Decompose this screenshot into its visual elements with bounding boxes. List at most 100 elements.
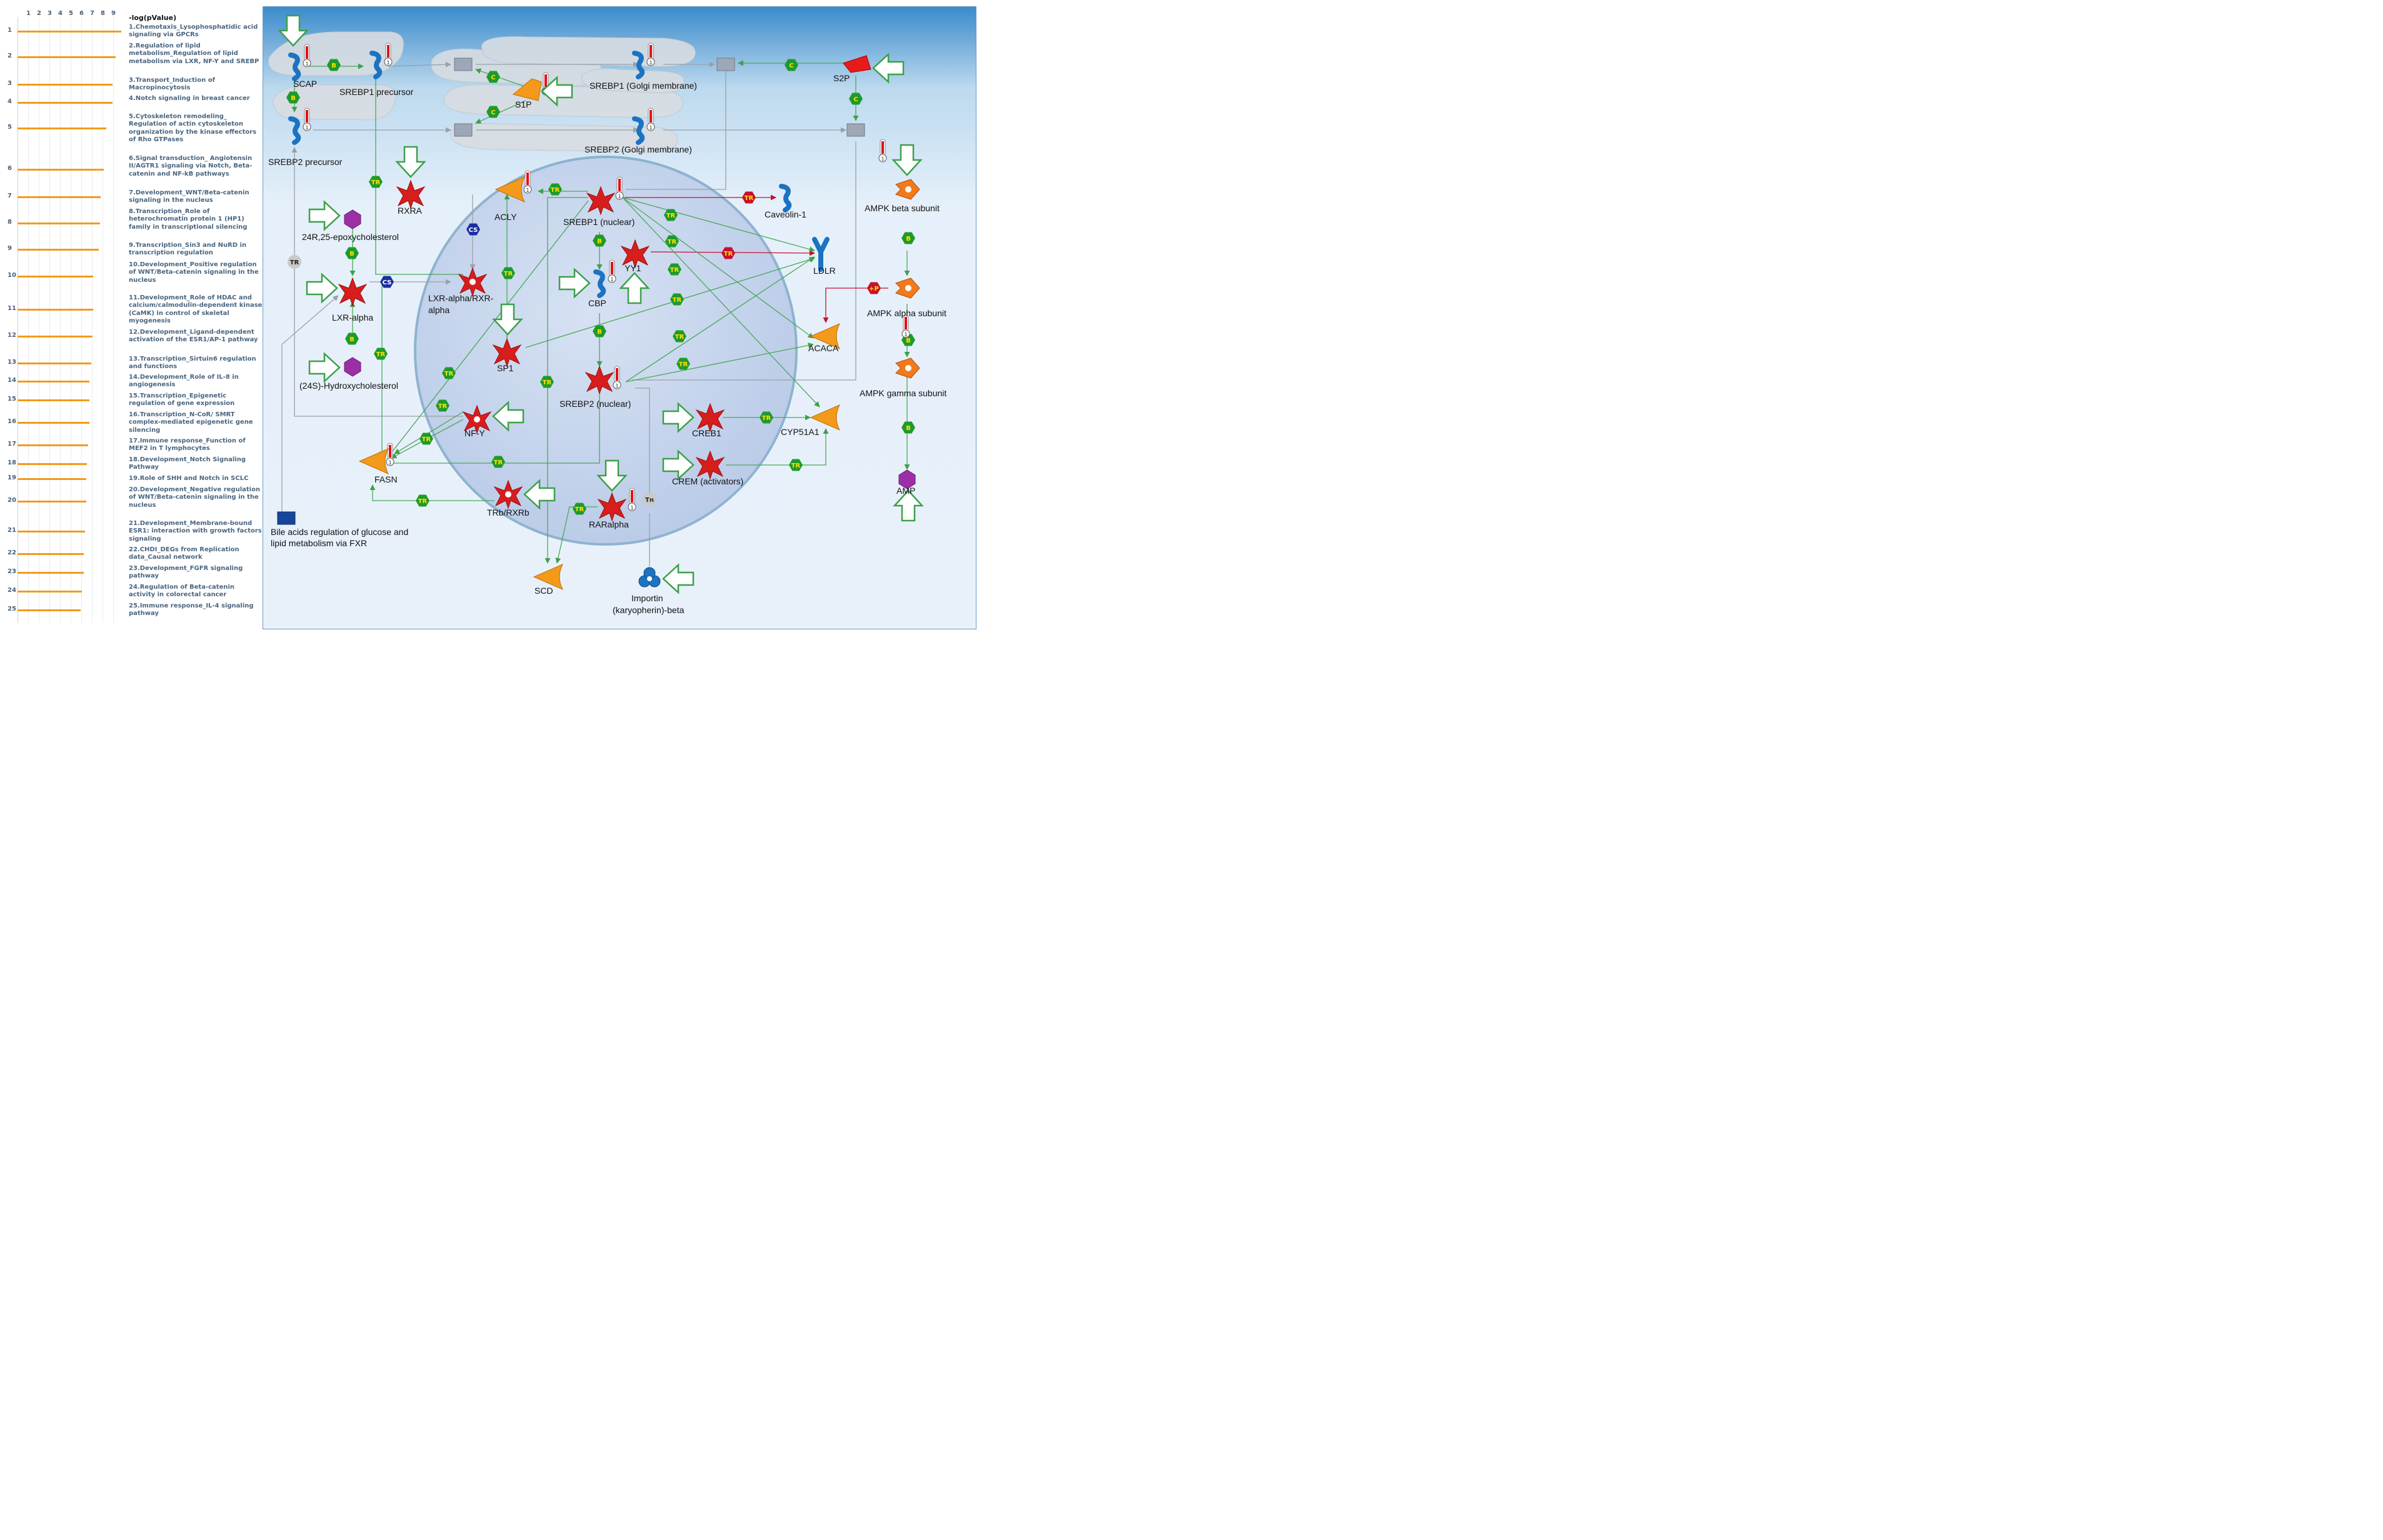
hydroxycholesterol-node [344, 357, 361, 377]
pathway-rank: 22 [8, 549, 16, 556]
pathway-link[interactable]: 11.Development_Role of HDAC and calcium/… [129, 294, 263, 324]
badge-binding: B [286, 91, 300, 104]
badge-inhibition: TR [742, 191, 756, 204]
badge-text: TR [376, 351, 386, 358]
pathway-link[interactable]: 24.Regulation of Beta-catenin activity i… [129, 584, 235, 599]
label-creb1: CREB1 [692, 428, 721, 438]
thermometer-value: 1 [615, 383, 618, 389]
badge-text: C [491, 74, 495, 81]
pathway-link[interactable]: 4.Notch signaling in breast cancer [129, 95, 250, 102]
label-srebp1-precursor: SREBP1 precursor [339, 87, 414, 97]
edge-srebp1-cs [375, 79, 463, 275]
label-trb-rxrb: TRb/RXRb [487, 508, 529, 518]
label-hydroxycholesterol: (24S)-Hydroxycholesterol [299, 381, 398, 391]
fasn-node [359, 448, 389, 474]
pathway-rank: 14 [8, 377, 16, 384]
pathway-rank: 3 [8, 80, 12, 87]
pathway-link[interactable]: 18.Development_Notch Signaling Pathway [129, 456, 246, 471]
pathway-link[interactable]: 23.Development_FGFR signaling pathway [129, 565, 243, 580]
pathway-link[interactable]: 6.Signal transduction_ Angiotensin II/AG… [129, 155, 253, 178]
pathway-rank: 18 [8, 459, 16, 466]
pathway-link[interactable]: 16.Transcription_N-CoR/ SMRT complex-med… [129, 411, 253, 434]
edge-s1p-c2 [475, 100, 526, 124]
pathway-bar [18, 249, 99, 251]
pathway-bar [18, 362, 91, 364]
pathway-link[interactable]: 3.Transport_Induction of Macropinocytosi… [129, 77, 215, 92]
bile-acids-pathway-node [277, 511, 296, 525]
label-srebp2-golgi: SREBP2 (Golgi membrane) [584, 144, 692, 154]
badge-text: TR [724, 251, 733, 258]
badge-binding: C [486, 106, 500, 118]
label-epoxycholesterol: 24R,25-epoxycholesterol [302, 232, 399, 242]
pathway-link[interactable]: 22.CHDI_DEGs from Replication data_Causa… [129, 546, 239, 561]
pathway-bar [18, 463, 88, 465]
pathway-rank: 9 [8, 245, 12, 252]
edge-srebp1-cyp [622, 197, 820, 408]
badge-text: TR [494, 459, 503, 466]
badge-binding: B [345, 247, 359, 259]
pathway-link[interactable]: 2.Regulation of lipid metabolism_Regulat… [129, 42, 259, 65]
pathway-link[interactable]: 17.Immune response_Function of MEF2 in T… [129, 438, 246, 452]
badge-transcription: TR [491, 456, 505, 468]
pathway-link[interactable]: 13.Transcription_Sirtuin6 regulation and… [129, 356, 256, 371]
pathway-link[interactable]: 21.Development_Membrane-bound ESR1: inte… [129, 520, 262, 542]
pathway-bar [18, 399, 89, 401]
pathway-link[interactable]: 20.Development_Negative regulation of WN… [129, 486, 261, 509]
pathway-link[interactable]: 19.Role of SHH and Notch in SCLC [129, 475, 249, 482]
badge-text: TR [438, 403, 448, 410]
edge-srebp1-golgi [388, 61, 451, 68]
thermometer-value: 1 [610, 277, 613, 282]
label-acly: ACLY [494, 212, 517, 222]
pathway-rank: 16 [8, 418, 16, 425]
badge-text: TR [422, 436, 431, 443]
badge-transcription: TR [670, 293, 684, 306]
pathway-link[interactable]: 10.Development_Positive regulation of WN… [129, 261, 259, 284]
edge-trb-fasn [369, 484, 494, 501]
regulation-arrow [872, 53, 905, 83]
pathway-bar [18, 501, 86, 502]
regulation-arrow [396, 146, 426, 178]
s2p-node [843, 55, 871, 73]
pathway-link[interactable]: 12.Development_Ligand-dependent activati… [129, 329, 258, 344]
label-srebp1-golgi: SREBP1 (Golgi membrane) [589, 81, 697, 91]
axis-tick-label: 1 [26, 10, 31, 17]
edge-srebp1-acaca [622, 197, 814, 339]
regulation-arrow [306, 273, 338, 303]
regulation-arrow [892, 144, 922, 176]
golgi-compartment [846, 123, 865, 137]
edge-s1p-c1 [475, 68, 526, 88]
pathway-link[interactable]: 7.Development_WNT/Beta-catenin signaling… [129, 189, 249, 204]
label-importin-1: Importin [631, 593, 663, 603]
label-sp1: SP1 [497, 363, 514, 373]
badge-text: B [597, 329, 602, 336]
label-fasn: FASN [374, 474, 398, 484]
pathway-link[interactable]: 14.Development_Role of IL-8 in angiogene… [129, 374, 239, 389]
edge-srebp1-fasn [388, 200, 589, 458]
badge-binding: B [593, 234, 606, 247]
pathway-link[interactable]: 8.Transcription_Role of heterochromatin … [129, 208, 248, 231]
pathway-link[interactable]: 15.Transcription_Epigenetic regulation o… [129, 392, 235, 408]
pathway-link[interactable]: 25.Immune response_IL-4 signaling pathwa… [129, 602, 254, 618]
badge-text: TR [762, 415, 771, 422]
pathway-rank: 13 [8, 359, 16, 366]
golgi-compartment [716, 58, 735, 71]
badge-text: TR [290, 259, 299, 266]
pathway-link[interactable]: 9.Transcription_Sin3 and NuRD in transcr… [129, 242, 247, 257]
badge-text: B [906, 236, 911, 242]
pathway-link[interactable]: 1.Chemotaxis_Lysophosphatidic acid signa… [129, 24, 258, 39]
axis-tick-label: 6 [79, 10, 84, 17]
network-nodes: 11111111111111 [277, 14, 923, 594]
badge-text: TR [575, 506, 584, 513]
pathway-bar [18, 56, 116, 58]
label-bile-acids-1: Bile acids regulation of glucose and [271, 527, 409, 537]
thermometer-value: 1 [388, 460, 391, 466]
label-ampk-gamma: AMPK gamma subunit [860, 388, 947, 398]
pathway-rank: 17 [8, 441, 16, 448]
pathway-rank: 24 [8, 587, 16, 594]
pathway-rank: 4 [8, 98, 12, 105]
edge-srebp1-ldlr [622, 197, 815, 252]
badge-binding: C [486, 71, 500, 83]
label-crem: CREM (activators) [672, 476, 744, 486]
label-acaca: ACACA [808, 343, 839, 353]
pathway-link[interactable]: 5.Cytoskeleton remodeling_ Regulation of… [129, 113, 257, 143]
